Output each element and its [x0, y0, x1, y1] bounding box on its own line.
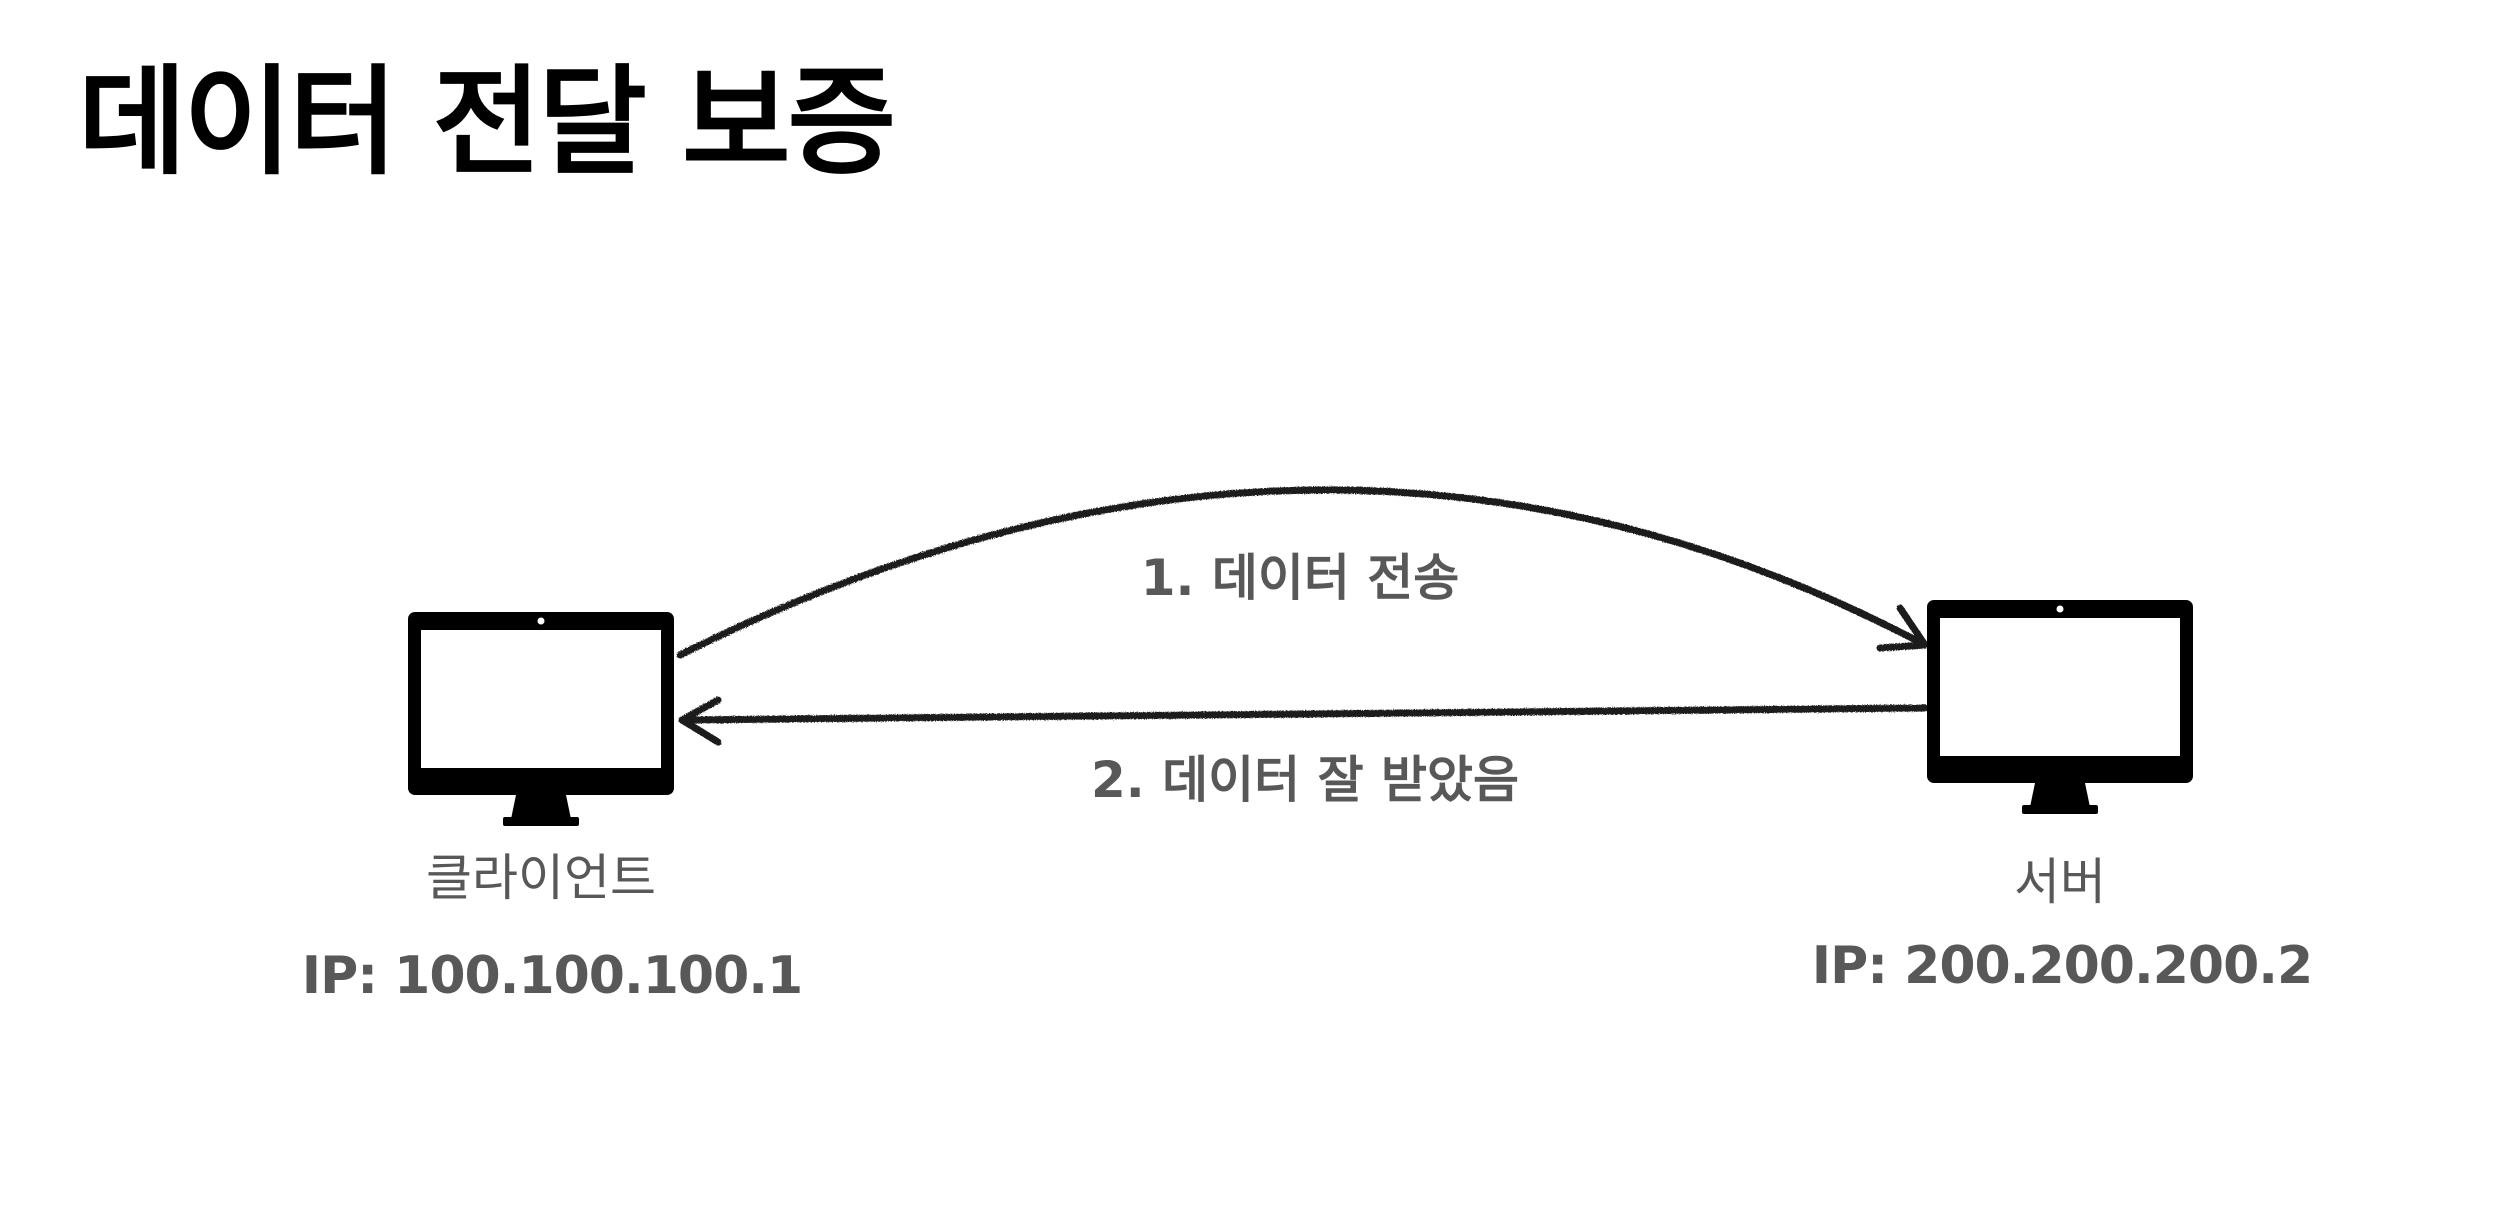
client-name-label: 클라이언트: [426, 849, 656, 907]
ack-arrow-line: [678, 704, 1929, 724]
ack-arrow: [678, 696, 1929, 746]
send-arrow-line: [676, 486, 1929, 659]
send-arrow-head: [1876, 604, 1929, 652]
client-monitor-icon: [408, 612, 674, 826]
server-name-label: 서버: [2014, 853, 2106, 911]
slide-title: 데이터 전달 보증: [78, 53, 896, 191]
ack-message-label: 2. 데이터 잘 받았음: [1090, 751, 1520, 809]
send-arrow: [676, 486, 1929, 659]
server-monitor-icon: [1927, 600, 2193, 814]
client-ip-label: IP: 100.100.100.1: [301, 946, 803, 1006]
server-ip-label: IP: 200.200.200.2: [1811, 936, 2313, 996]
ack-arrow-head: [678, 696, 722, 746]
send-message-label: 1. 데이터 전송: [1140, 549, 1460, 607]
